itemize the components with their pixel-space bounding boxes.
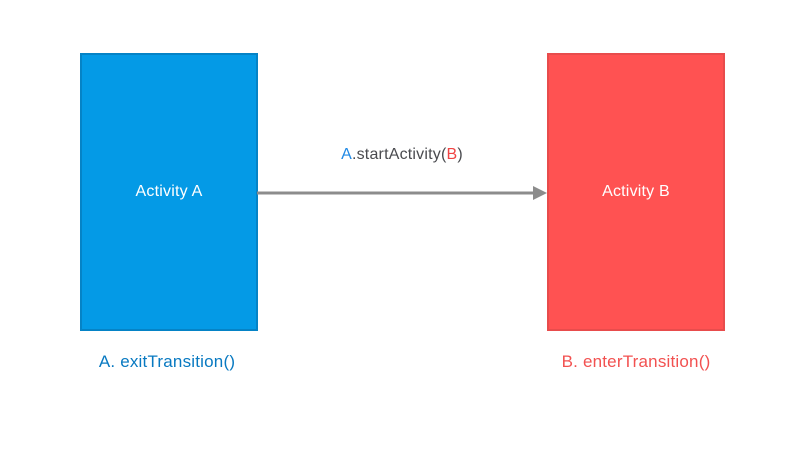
- activity-b-box: Activity B: [547, 53, 725, 331]
- activity-b-label: Activity B: [602, 183, 670, 200]
- activity-b-caption: B. enterTransition(): [561, 352, 711, 371]
- arrow-label-part-b: B: [446, 146, 458, 163]
- arrow-label-part-method: .startActivity(: [351, 146, 447, 163]
- transition-arrow: [257, 186, 547, 200]
- activity-a-box: Activity A: [80, 53, 258, 331]
- activity-a-caption: A. exitTransition(): [98, 352, 236, 371]
- arrow-label-part-paren: ): [457, 146, 463, 163]
- arrow-label: A.startActivity(B): [341, 146, 463, 164]
- arrow-label-part-a: A: [341, 146, 352, 163]
- arrow-head-icon: [533, 186, 547, 200]
- activity-a-label: Activity A: [135, 183, 203, 200]
